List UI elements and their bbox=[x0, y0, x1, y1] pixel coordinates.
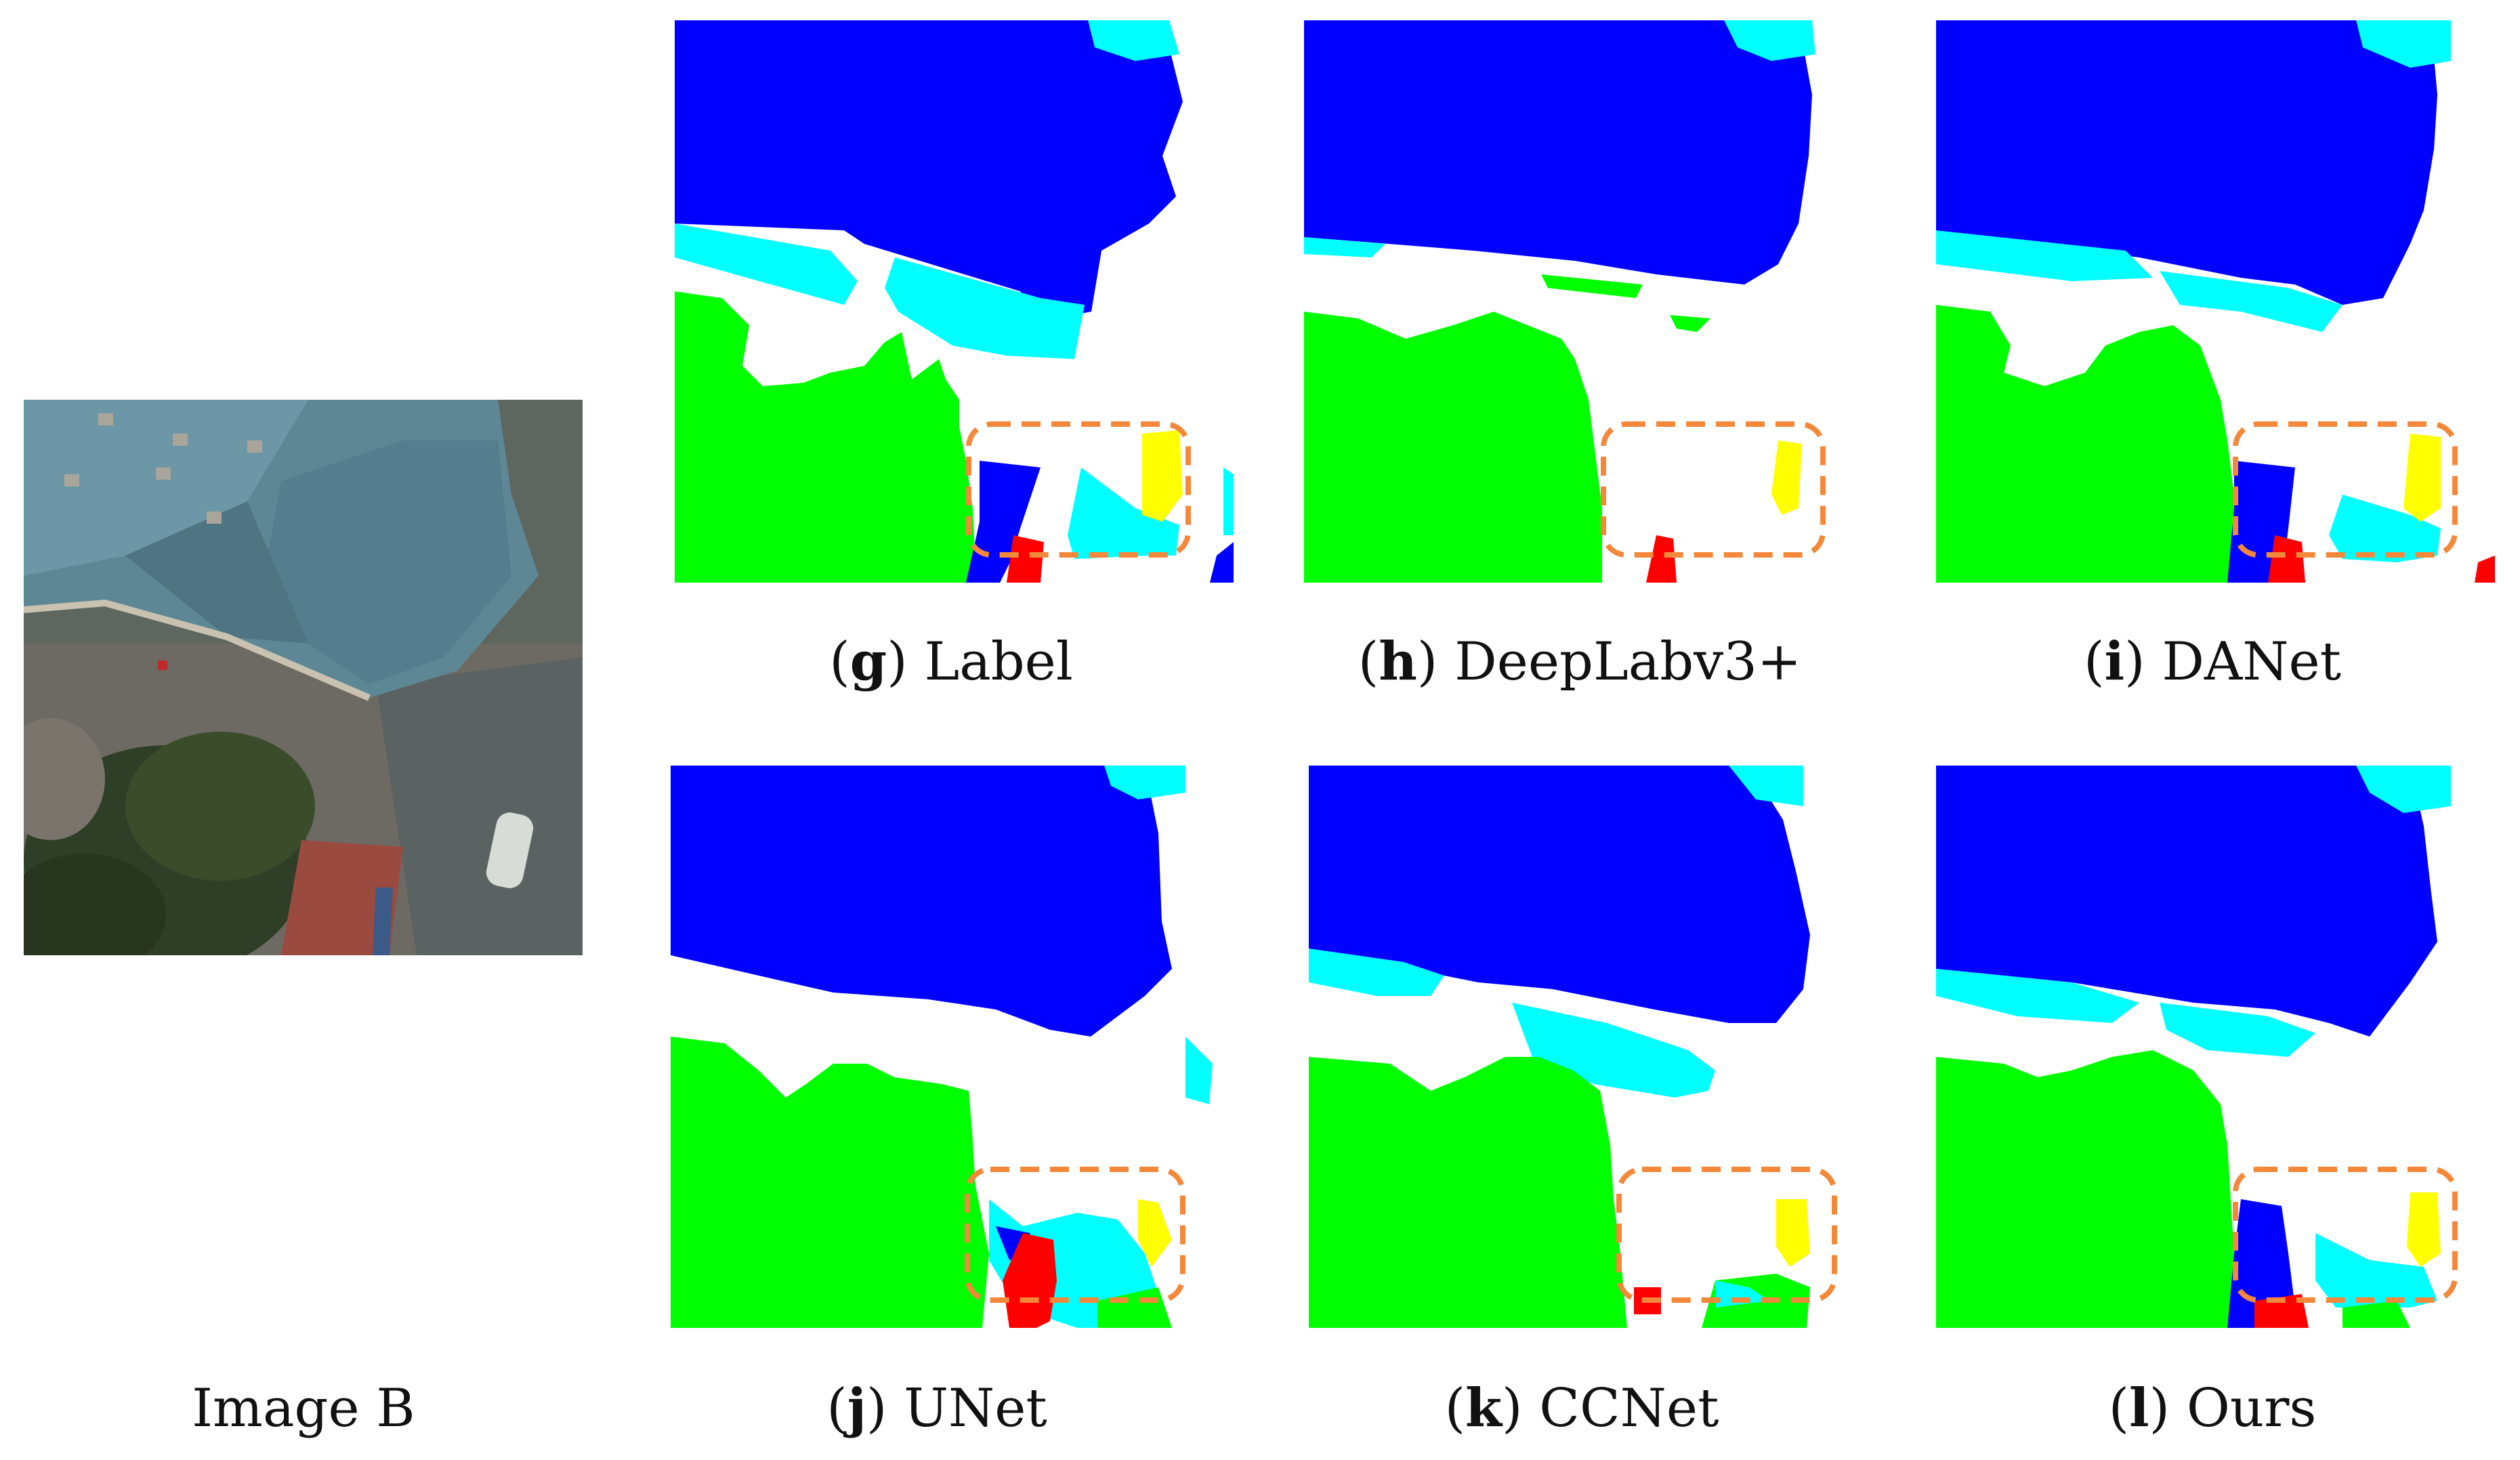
segmentation-panel-ccnet bbox=[1309, 766, 1851, 1328]
caption-danet-panel: (i) DANet bbox=[2084, 631, 2341, 692]
segmentation-panel-label bbox=[675, 20, 1234, 583]
image-b-caption: Image B bbox=[192, 1378, 415, 1439]
segmentation-panel-deeplabv3plus bbox=[1304, 20, 1863, 583]
aerial-photo-image-b bbox=[24, 400, 583, 955]
caption-ours-panel: (l) Ours bbox=[2108, 1377, 2317, 1439]
caption-label-panel: (g) Label bbox=[829, 631, 1073, 692]
caption-ccnet-panel: (k) CCNet bbox=[1444, 1377, 1719, 1439]
segmentation-panel-ours bbox=[1936, 766, 2495, 1328]
segmentation-panel-unet bbox=[671, 766, 1213, 1328]
caption-unet-panel: (j) UNet bbox=[826, 1377, 1047, 1439]
segmentation-panel-danet bbox=[1936, 20, 2495, 583]
caption-deeplabv3plus-panel: (h) DeepLabv3+ bbox=[1358, 631, 1802, 692]
